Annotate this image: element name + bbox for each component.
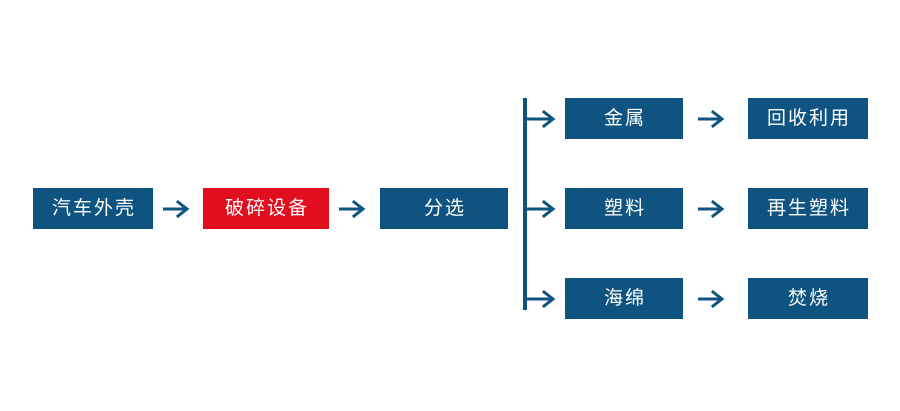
node-regen-plastic[interactable]: 再生塑料 — [748, 188, 868, 229]
node-incinerate[interactable]: 焚烧 — [748, 278, 868, 319]
node-recycle[interactable]: 回收利用 — [748, 98, 868, 139]
arrow-split-to-plastic — [525, 198, 561, 220]
arrow-plastic-to-regen-plastic — [697, 196, 729, 222]
node-metal[interactable]: 金属 — [565, 98, 683, 139]
node-sorting[interactable]: 分选 — [380, 188, 508, 229]
arrow-split-to-sponge — [525, 288, 561, 310]
node-crusher[interactable]: 破碎设备 — [203, 188, 329, 229]
arrow-metal-to-recycle — [697, 106, 729, 132]
node-sponge[interactable]: 海绵 — [565, 278, 683, 319]
split-trunk-line — [523, 98, 527, 310]
arrow-crusher-to-sorting — [338, 196, 370, 222]
arrow-source-to-crusher — [162, 196, 194, 222]
node-source[interactable]: 汽车外壳 — [33, 188, 153, 229]
arrow-sponge-to-incinerate — [697, 286, 729, 312]
node-plastic[interactable]: 塑料 — [565, 188, 683, 229]
arrow-split-to-metal — [525, 108, 561, 130]
